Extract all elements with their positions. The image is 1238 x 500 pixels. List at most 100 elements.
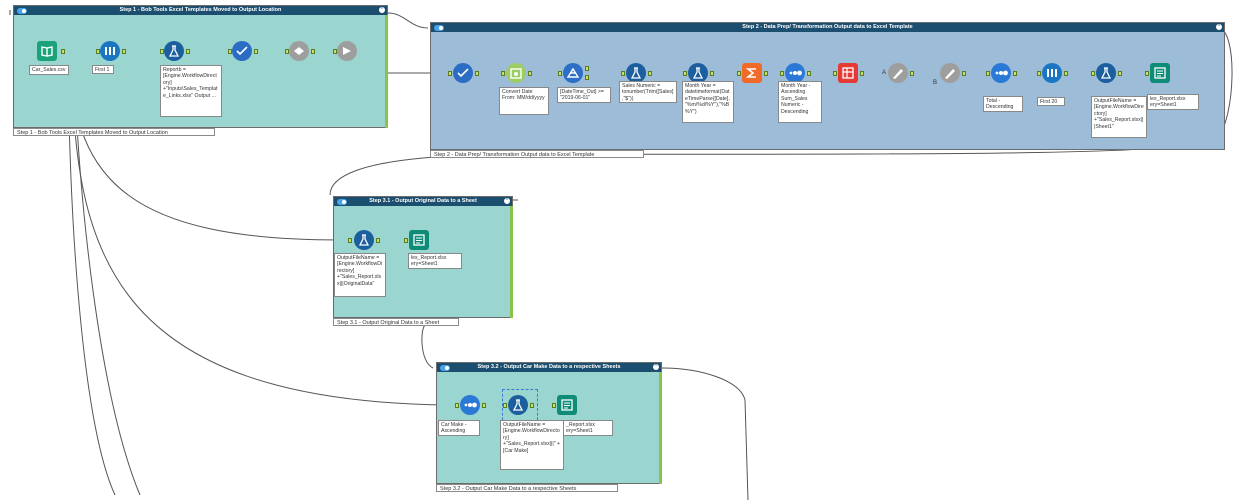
annotation-sample-2: First 20 — [1037, 97, 1065, 106]
input-anchor[interactable] — [833, 71, 837, 76]
sort-tool[interactable] — [991, 63, 1011, 83]
collapse-icon[interactable]: ⌃ — [1216, 24, 1222, 30]
formula-tool[interactable] — [688, 63, 708, 83]
container-step3-1-header[interactable]: Step 3.1 - Output Original Data to a She… — [334, 197, 512, 206]
formula-tool[interactable] — [354, 230, 374, 250]
formula-tool-selected[interactable] — [508, 395, 528, 415]
output-anchor[interactable] — [61, 49, 65, 54]
sort-tool[interactable] — [460, 395, 480, 415]
run-command-tool[interactable] — [337, 41, 357, 61]
container-toggle[interactable] — [440, 364, 450, 371]
output-anchor[interactable] — [186, 49, 190, 54]
output-anchor[interactable] — [585, 75, 589, 80]
container-side-bar — [510, 206, 513, 318]
annotation-sample: First 1 — [92, 65, 114, 74]
input-anchor[interactable] — [333, 49, 337, 54]
output-anchor[interactable] — [764, 71, 768, 76]
input-anchor[interactable] — [737, 71, 741, 76]
input-anchor[interactable] — [558, 71, 562, 76]
collapse-icon[interactable]: ⌃ — [379, 7, 385, 13]
sort-tool[interactable] — [785, 63, 805, 83]
output-anchor[interactable] — [585, 66, 589, 71]
flask-icon — [1100, 67, 1112, 79]
formula-tool[interactable] — [164, 41, 184, 61]
book-icon — [41, 46, 53, 57]
output-anchor[interactable] — [475, 71, 479, 76]
join-tool-b[interactable] — [940, 63, 960, 83]
output-anchor[interactable] — [1118, 71, 1122, 76]
calendar-icon — [510, 68, 522, 79]
dynamic-rename-tool[interactable] — [289, 41, 309, 61]
output-data-tool[interactable] — [1150, 63, 1170, 83]
output-anchor[interactable] — [860, 71, 864, 76]
input-anchor[interactable] — [986, 71, 990, 76]
run-icon — [343, 47, 351, 55]
container-step1-header[interactable]: Step 1 - Bob Tools Excel Templates Moved… — [14, 6, 387, 15]
output-anchor[interactable] — [254, 49, 258, 54]
output-anchor[interactable] — [530, 403, 534, 408]
input-anchor[interactable] — [455, 403, 459, 408]
formula-tool[interactable] — [1096, 63, 1116, 83]
output-anchor[interactable] — [122, 49, 126, 54]
input-anchor[interactable] — [1091, 71, 1095, 76]
annotation-formula: Reportb = [Engine.WorkflowDirectory] +"I… — [160, 65, 222, 117]
input-anchor[interactable] — [404, 238, 408, 243]
summarize-tool[interactable] — [742, 63, 762, 83]
output-anchor[interactable] — [962, 71, 966, 76]
annotation-output-31: les_Report.xlsx ery=Sheet1 — [408, 253, 462, 269]
cross-tab-tool[interactable] — [838, 63, 858, 83]
dots-arrow-icon — [789, 70, 802, 76]
output-anchor[interactable] — [648, 71, 652, 76]
input-anchor[interactable] — [1145, 71, 1149, 76]
check-icon — [236, 46, 248, 56]
check-icon — [457, 68, 469, 78]
input-anchor[interactable] — [683, 71, 687, 76]
input-anchor[interactable] — [1037, 71, 1041, 76]
input-anchor[interactable] — [448, 71, 452, 76]
output-data-tool[interactable] — [557, 395, 577, 415]
container-toggle[interactable] — [337, 198, 347, 205]
output-anchor[interactable] — [910, 71, 914, 76]
sample-tool[interactable] — [1042, 63, 1062, 83]
output-data-tool[interactable] — [409, 230, 429, 250]
output-anchor[interactable] — [1064, 71, 1068, 76]
collapse-icon[interactable]: ⌃ — [504, 198, 510, 204]
input-anchor[interactable] — [621, 71, 625, 76]
formula-tool[interactable] — [626, 63, 646, 83]
container-step3-2-header[interactable]: Step 3.2 - Output Car Make Data to a res… — [437, 363, 661, 372]
container-toggle[interactable] — [434, 24, 444, 31]
input-data-tool[interactable] — [37, 41, 57, 61]
input-anchor[interactable] — [552, 403, 556, 408]
container-step2-title: Step 2 - Data Prep/ Transformation Outpu… — [742, 24, 913, 30]
output-anchor[interactable] — [528, 71, 532, 76]
input-anchor[interactable] — [501, 71, 505, 76]
annotation-formula-1: Sales Numeric = tonumber(Trim([Sales],"$… — [619, 81, 677, 103]
datetime-tool[interactable] — [506, 63, 526, 83]
output-anchor[interactable] — [376, 238, 380, 243]
container-side-bar — [659, 372, 662, 484]
input-anchor[interactable] — [285, 49, 289, 54]
input-anchor[interactable] — [160, 49, 164, 54]
input-anchor[interactable] — [503, 403, 507, 408]
filter-tool[interactable] — [563, 63, 583, 83]
document-icon — [561, 399, 573, 411]
select-tool[interactable] — [232, 41, 252, 61]
pen-icon — [945, 69, 955, 79]
select-tool[interactable] — [453, 63, 473, 83]
input-anchor[interactable] — [348, 238, 352, 243]
container-step2-header[interactable]: Step 2 - Data Prep/ Transformation Outpu… — [431, 23, 1224, 32]
container-step3-1-caption: Step 3.1 - Output Original Data to a She… — [333, 318, 459, 326]
input-anchor[interactable] — [780, 71, 784, 76]
join-tool-a[interactable] — [888, 63, 908, 83]
sample-tool[interactable] — [100, 41, 120, 61]
output-anchor[interactable] — [482, 403, 486, 408]
output-anchor[interactable] — [1013, 71, 1017, 76]
output-anchor[interactable] — [807, 71, 811, 76]
input-anchor[interactable] — [228, 49, 232, 54]
collapse-icon[interactable]: ⌃ — [653, 364, 659, 370]
input-anchor[interactable] — [96, 49, 100, 54]
output-anchor[interactable] — [311, 49, 315, 54]
container-toggle[interactable] — [17, 7, 27, 14]
container-step2-caption: Step 2 - Data Prep/ Transformation Outpu… — [430, 150, 644, 158]
output-anchor[interactable] — [710, 71, 714, 76]
